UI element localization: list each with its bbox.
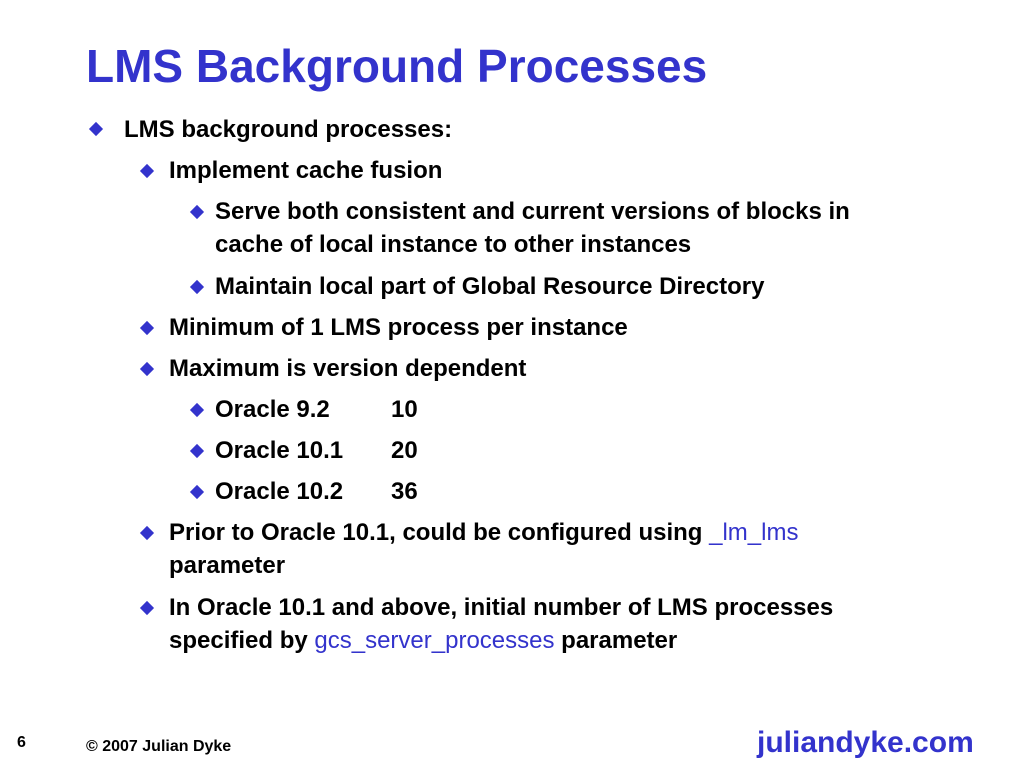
version-row-oracle-10-2: Oracle 10.2 36 (215, 475, 418, 509)
bullet-serve-versions-line2: cache of local instance to other instanc… (215, 231, 692, 258)
bullet-implement-cache-fusion: Implement cache fusion (169, 157, 443, 184)
site-logo-text: juliandyke.com (757, 726, 974, 759)
bullet-diamond-icon (189, 484, 205, 500)
bullet-lms-background-processes: LMS background processes: (124, 116, 453, 143)
version-row-oracle-10-1: Oracle 10.1 20 (215, 434, 418, 468)
bullet-diamond-icon (189, 204, 205, 220)
version-name: Oracle 10.2 (215, 478, 344, 505)
parameter-name-lm-lms: _lm_lms (709, 519, 799, 546)
version-value: 36 (391, 478, 418, 505)
bullet-diamond-icon (139, 361, 155, 377)
version-name: Oracle 9.2 (215, 396, 330, 423)
bullet-diamond-icon (88, 121, 104, 137)
bullet-text: Prior to Oracle 10.1, could be configure… (169, 519, 703, 546)
bullet-serve-versions-line1: Serve both consistent and current versio… (215, 198, 850, 225)
bullet-diamond-icon (139, 320, 155, 336)
version-row-oracle-9-2: Oracle 9.2 10 (215, 393, 418, 427)
version-value: 20 (391, 437, 418, 464)
bullet-minimum-lms: Minimum of 1 LMS process per instance (169, 314, 628, 341)
bullet-diamond-icon (139, 600, 155, 616)
bullet-oracle-10-1-line1: In Oracle 10.1 and above, initial number… (169, 594, 834, 621)
bullet-diamond-icon (189, 279, 205, 295)
slide-title: LMS Background Processes (86, 40, 708, 92)
bullet-oracle-10-1-line2: specified by gcs_server_processes parame… (169, 624, 677, 658)
bullet-maximum-version: Maximum is version dependent (169, 355, 527, 382)
page-number: 6 (17, 734, 26, 751)
bullet-diamond-icon (139, 163, 155, 179)
version-name: Oracle 10.1 (215, 437, 344, 464)
bullet-diamond-icon (189, 443, 205, 459)
bullet-diamond-icon (139, 525, 155, 541)
bullet-maintain-grd: Maintain local part of Global Resource D… (215, 273, 765, 300)
copyright: © 2007 Julian Dyke (86, 738, 232, 755)
bullet-diamond-icon (189, 402, 205, 418)
bullet-prior-oracle-line2: parameter (169, 552, 286, 579)
version-value: 10 (391, 396, 418, 423)
parameter-name-gcs-server-processes: gcs_server_processes (314, 627, 555, 654)
bullet-prior-oracle-line1: Prior to Oracle 10.1, could be configure… (169, 516, 798, 550)
bullet-text: specified by (169, 627, 308, 654)
bullet-text: parameter (561, 627, 678, 654)
